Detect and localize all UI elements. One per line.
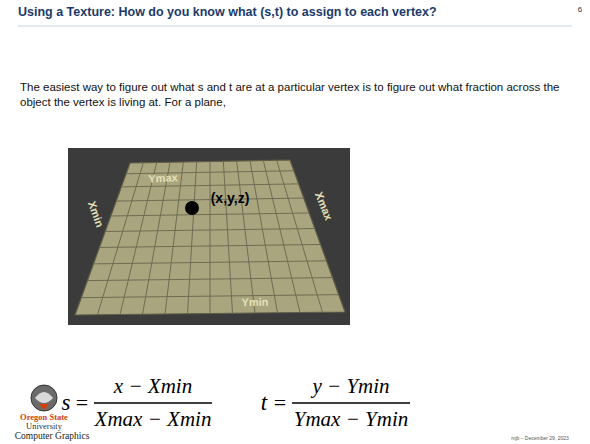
edge-label: Ymax xyxy=(148,171,178,185)
edge-label: Ymin xyxy=(241,296,268,309)
footer-note: mjb – December 29, 2023 xyxy=(511,436,569,442)
formula-symbol: = xyxy=(274,391,286,415)
logo-text: Computer Graphics xyxy=(15,431,90,441)
plane-surface xyxy=(75,160,345,315)
formula-symbol: t xyxy=(261,390,267,415)
vertex-label: (x,y,z) xyxy=(211,191,250,206)
fraction-bar xyxy=(292,402,410,404)
formula-symbol: = xyxy=(76,391,88,415)
slide-title: Using a Texture: How do you know what (s… xyxy=(18,5,563,19)
logo-text: Oregon State xyxy=(20,413,68,422)
vertex-dot xyxy=(185,201,199,215)
render-background xyxy=(68,148,350,325)
formula-numerator: x − Xmin xyxy=(114,375,192,398)
fraction-bar xyxy=(94,402,212,404)
plane-grid xyxy=(81,160,338,315)
university-logo xyxy=(31,385,57,411)
logo-text: University xyxy=(26,422,62,431)
formula-denominator: Xmax − Xmin xyxy=(95,408,212,431)
formula-symbol: s xyxy=(62,390,71,415)
page-number: 6 xyxy=(578,6,582,15)
title-rule xyxy=(18,26,572,27)
formula-numerator: y − Ymin xyxy=(312,375,389,398)
formula-denominator: Ymax − Ymin xyxy=(294,408,409,431)
body-text: The easiest way to figure out what s and… xyxy=(20,80,580,110)
